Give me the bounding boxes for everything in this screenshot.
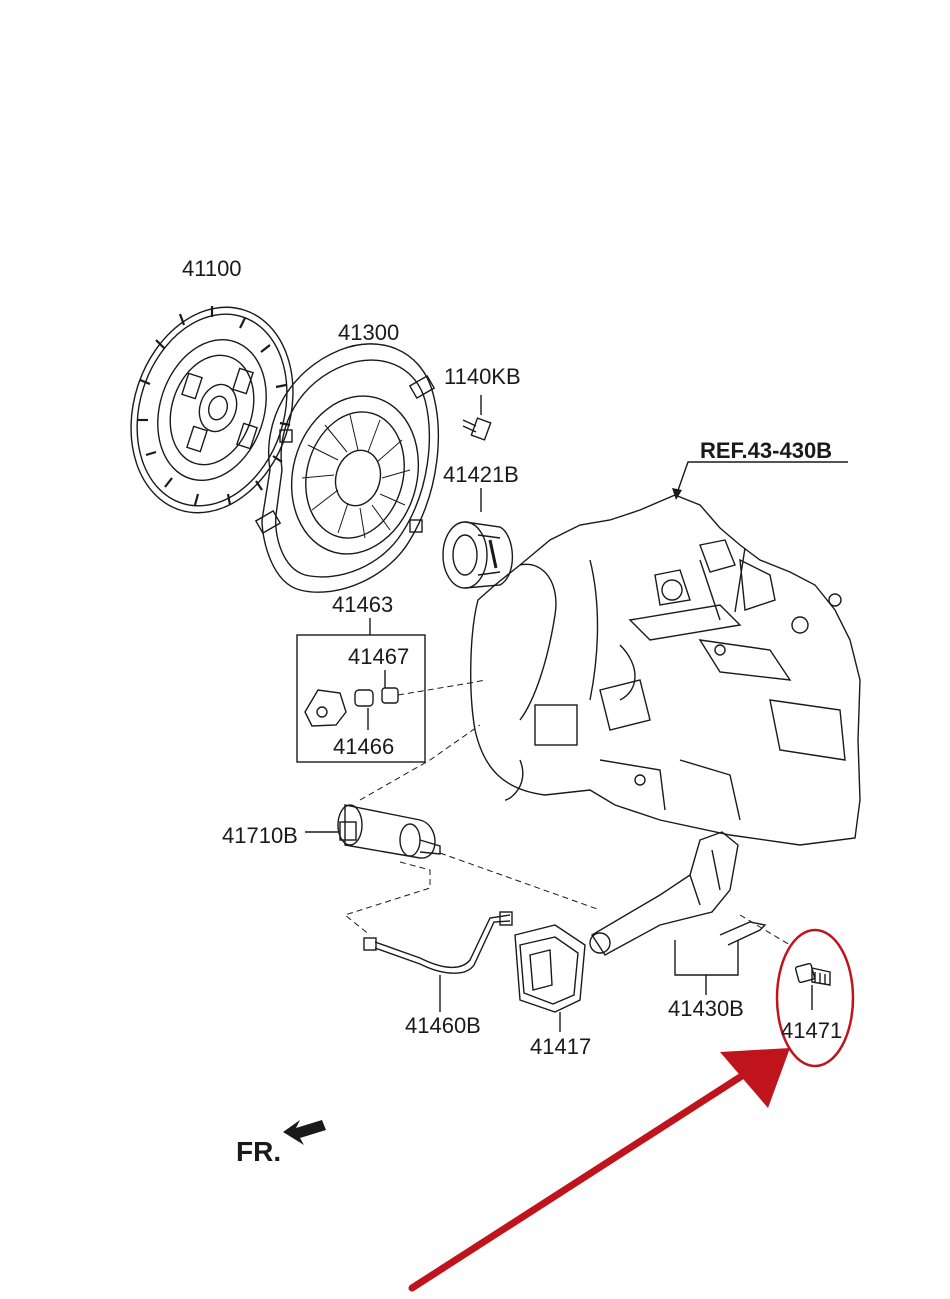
part-label-41466: 41466 [333,734,395,759]
highlight-circle [775,928,855,1068]
part-label-41100: 41100 [182,256,242,281]
part-label-41471: 41471 [781,1018,843,1043]
front-direction-arrow-icon [283,1120,326,1145]
pressure-plate-drawing [254,343,439,593]
part-label-41421b: 41421B [443,462,519,487]
front-direction-label: FR. [236,1136,282,1167]
clutch-disc-drawing [130,306,294,514]
slave-cylinder-drawing [305,804,441,859]
reference-label: REF.43-430B [700,438,833,463]
part-label-41710b: 41710B [222,823,298,848]
highlight-arrow-icon [408,1048,790,1292]
part-label-41300: 41300 [338,320,400,345]
bracket-kit-drawing [304,687,399,727]
release-fork-drawing [589,831,767,995]
kit-box-41463 [296,634,426,763]
pivot-bolt-drawing [794,962,831,1010]
transaxle-housing-drawing [470,494,861,846]
part-label-41463: 41463 [332,592,394,617]
part-label-41430b: 41430B [668,996,744,1021]
hose-drawing [363,911,513,1012]
part-label-41417: 41417 [530,1034,592,1059]
part-label-1140kb: 1140KB [444,364,521,389]
release-bearing-drawing [442,488,514,589]
part-label-41467: 41467 [348,644,410,669]
boot-drawing [514,924,586,1032]
part-label-41460b: 41460B [405,1013,481,1038]
bolt-drawing [462,395,492,441]
